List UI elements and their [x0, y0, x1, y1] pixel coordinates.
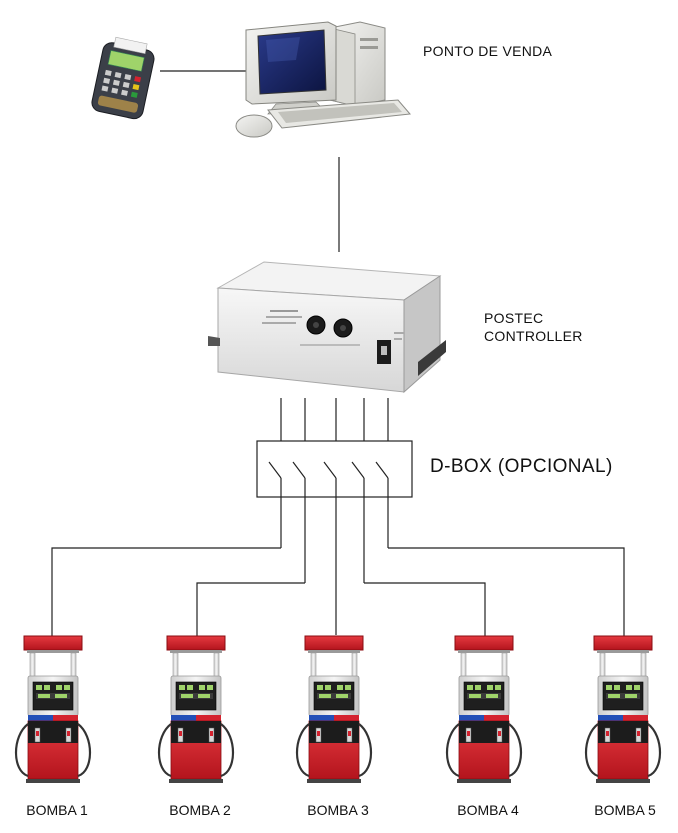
pump-wires — [51, 547, 625, 636]
dbox-label: D-BOX (OPCIONAL) — [430, 456, 613, 477]
computer-icon — [235, 21, 411, 138]
dbox-switch-icon — [256, 440, 413, 635]
pump-label-4: BOMBA 4 — [457, 802, 519, 818]
controller-label-line2: CONTROLLER — [484, 328, 583, 344]
fuel-pump-icon — [295, 634, 373, 785]
controller-box-icon — [208, 261, 446, 394]
controller-label-line1: POSTEC — [484, 310, 544, 326]
fuel-pump-icon — [584, 634, 662, 785]
fuel-pump-icon — [157, 634, 235, 785]
pump-label-2: BOMBA 2 — [169, 802, 231, 818]
pump-label-3: BOMBA 3 — [307, 802, 369, 818]
fuel-pump-icon — [14, 634, 92, 785]
card-terminal-icon — [91, 36, 155, 120]
fuel-pump-icon — [445, 634, 523, 785]
pump-label-1: BOMBA 1 — [26, 802, 88, 818]
pos-label: PONTO DE VENDA — [423, 43, 553, 59]
pump-label-5: BOMBA 5 — [594, 802, 656, 818]
controller-label: POSTEC CONTROLLER — [484, 309, 583, 345]
